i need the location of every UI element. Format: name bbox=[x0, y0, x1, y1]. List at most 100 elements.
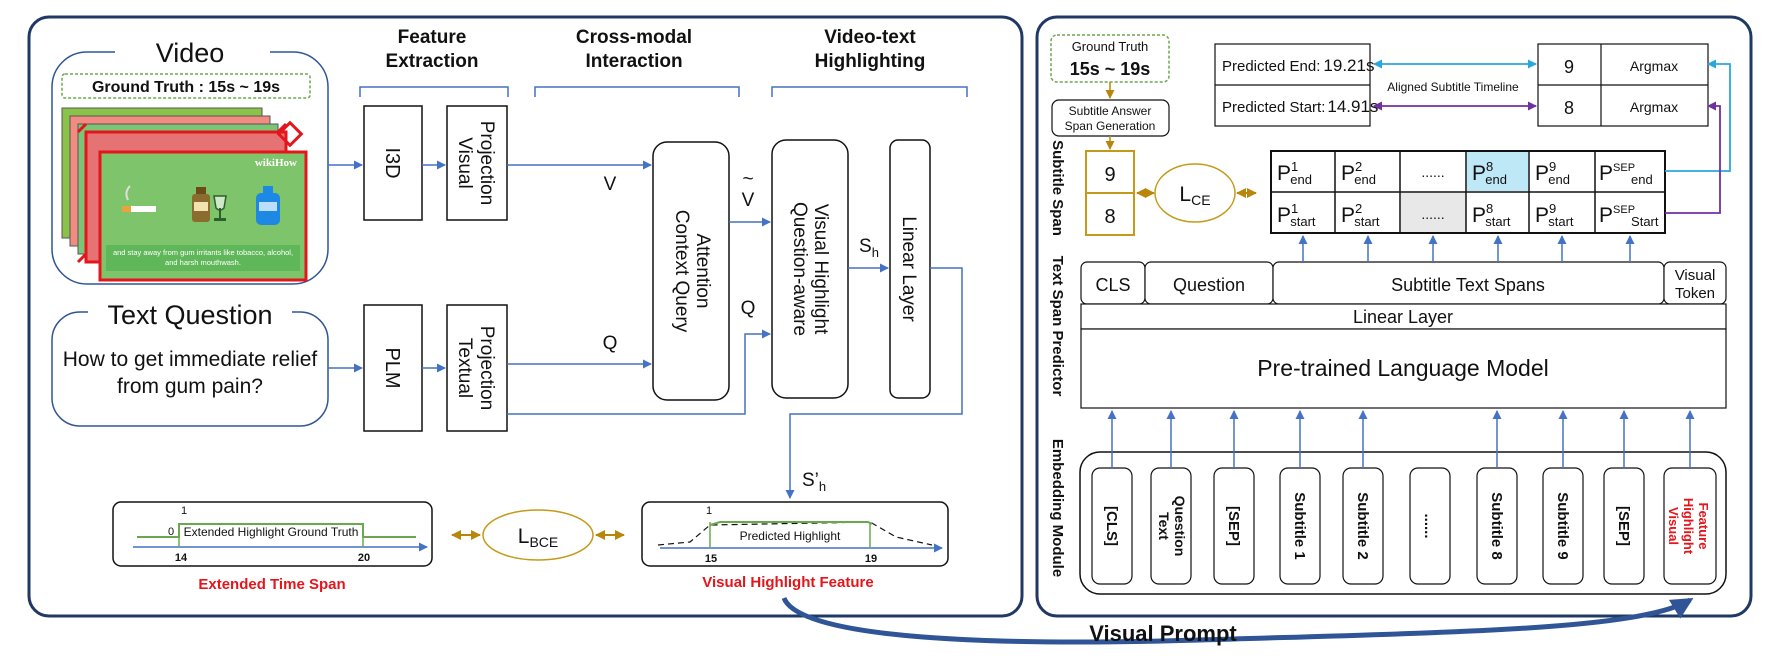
extended-highlight-box bbox=[112, 501, 433, 567]
token-subtitle-spans: Subtitle Text Spans bbox=[1391, 275, 1545, 295]
argmax-end-op: Argmax bbox=[1630, 58, 1678, 74]
p-end-ellipsis: ...... bbox=[1421, 164, 1444, 180]
question-aware-box bbox=[771, 139, 849, 399]
emb-label-cls: [CLS] bbox=[1103, 506, 1120, 546]
predicted-t-end: 19 bbox=[865, 553, 877, 565]
token-visual-2: Token bbox=[1675, 285, 1715, 302]
left-panel bbox=[27, 15, 1024, 618]
stage-feature-extraction-2: Extraction bbox=[386, 51, 479, 72]
emb-label-subtitle-8: Subtitle 8 bbox=[1488, 492, 1505, 560]
token-row bbox=[1080, 261, 1727, 305]
extended-highlight-step bbox=[137, 523, 416, 538]
span-generation-label-2: Span Generation bbox=[1065, 119, 1156, 133]
context-query-box bbox=[652, 141, 730, 401]
label-embedding-module: Embedding Module bbox=[1049, 439, 1066, 577]
context-query-label-2: Attention bbox=[692, 234, 713, 309]
right-ground-truth-value: 15s ~ 19s bbox=[1070, 59, 1151, 79]
frame-corner-marker bbox=[276, 120, 304, 148]
linear-layer-label: Linear Layer bbox=[898, 216, 919, 322]
i3d-label: I3D bbox=[381, 147, 403, 178]
predicted-one: 1 bbox=[706, 505, 712, 517]
emb-label-visual-3: Feature bbox=[1696, 503, 1711, 550]
v-tilde-symbol: V bbox=[742, 190, 755, 211]
loss-bce bbox=[482, 509, 594, 561]
emb-ellipsis bbox=[1409, 467, 1451, 585]
emb-label-sep-2: [SEP] bbox=[1615, 506, 1632, 546]
embedding-tokens bbox=[1091, 467, 1717, 585]
loss-ce-label: LCE bbox=[1179, 183, 1210, 208]
plm-block bbox=[1080, 328, 1727, 409]
stage-video-text-2: Highlighting bbox=[815, 51, 926, 72]
predicted-t-start: 15 bbox=[705, 553, 717, 565]
right-linear-layer bbox=[1080, 303, 1727, 330]
predicted-start: Predicted Start:14.91s bbox=[1222, 97, 1378, 116]
linear-layer-box bbox=[889, 139, 931, 399]
mouthwash-icon bbox=[256, 186, 280, 225]
left-arrows bbox=[328, 160, 963, 499]
textual-projection-label-1: Textual bbox=[454, 338, 475, 398]
wikihow-logo: wikiHow bbox=[255, 157, 297, 169]
visual-prompt-arrow bbox=[781, 596, 1694, 645]
answer-end-value: 9 bbox=[1104, 164, 1115, 186]
question-text: How to get immediate relief from gum pai… bbox=[62, 348, 318, 398]
span-generation-label-1: Subtitle Answer bbox=[1069, 104, 1152, 118]
right-linear-layer-label: Linear Layer bbox=[1353, 307, 1453, 327]
stage-video-text-1: Video-text bbox=[824, 27, 916, 48]
visual-projection-label-1: Visual bbox=[454, 137, 475, 188]
extended-t-start: 14 bbox=[175, 552, 188, 564]
label-text-span-predictor: Text Span Predictor bbox=[1049, 256, 1066, 397]
loss-ce bbox=[1154, 163, 1236, 223]
text-question-title: Text Question bbox=[107, 300, 272, 330]
cigarette-icon bbox=[122, 185, 156, 212]
textual-projection-label-2: Projection bbox=[476, 326, 497, 411]
argmax-end-value: 9 bbox=[1564, 57, 1574, 77]
label-subtitle-span: Subtitle Span bbox=[1049, 140, 1066, 236]
predicted-highlight-box bbox=[641, 501, 949, 567]
extended-label: Extended Highlight Ground Truth bbox=[184, 525, 359, 539]
emb-label-visual-2: Highlight bbox=[1681, 498, 1696, 555]
loss-bce-label: LBCE bbox=[518, 525, 558, 550]
predicted-end: Predicted End:19.21s bbox=[1222, 56, 1374, 75]
extended-zero: 0 bbox=[168, 526, 174, 538]
plm-label: PLM bbox=[381, 347, 403, 388]
token-question: Question bbox=[1173, 275, 1245, 295]
stage-feature-extraction-1: Feature bbox=[398, 27, 467, 48]
token-visual-1: Visual bbox=[1675, 267, 1716, 284]
tilde-mark: ~ bbox=[742, 169, 753, 190]
p-grid bbox=[1270, 150, 1666, 234]
question-aware-label-1: Question-aware bbox=[789, 202, 810, 336]
bottle-glass-icon bbox=[192, 187, 227, 222]
visual-projection-box bbox=[446, 105, 508, 221]
emb-label-subtitle-1: Subtitle 1 bbox=[1291, 492, 1308, 560]
video-title: Video bbox=[156, 38, 225, 68]
sh-symbol: Sh bbox=[859, 236, 879, 260]
argmax-start-op: Argmax bbox=[1630, 99, 1678, 115]
token-cls: CLS bbox=[1095, 275, 1130, 295]
emb-label-text-question-2: Question bbox=[1172, 496, 1188, 557]
q2-symbol: Q bbox=[741, 298, 756, 319]
ground-truth-box bbox=[61, 73, 311, 99]
p-start-ellipsis: ...... bbox=[1421, 206, 1444, 222]
extended-one: 1 bbox=[181, 505, 187, 517]
answer-start-value: 8 bbox=[1104, 206, 1115, 228]
i3d-box bbox=[363, 105, 423, 221]
extended-caption: Extended Time Span bbox=[198, 576, 345, 593]
sh-prime-symbol: S’h bbox=[802, 470, 826, 494]
predicted-caption: Visual Highlight Feature bbox=[702, 574, 873, 591]
argmax-start-value: 8 bbox=[1564, 98, 1574, 118]
visual-projection-label-2: Projection bbox=[476, 121, 497, 206]
aligned-timeline-label: Aligned Subtitle Timeline bbox=[1387, 80, 1519, 94]
right-panel bbox=[1035, 15, 1753, 618]
v-symbol: V bbox=[604, 174, 617, 195]
